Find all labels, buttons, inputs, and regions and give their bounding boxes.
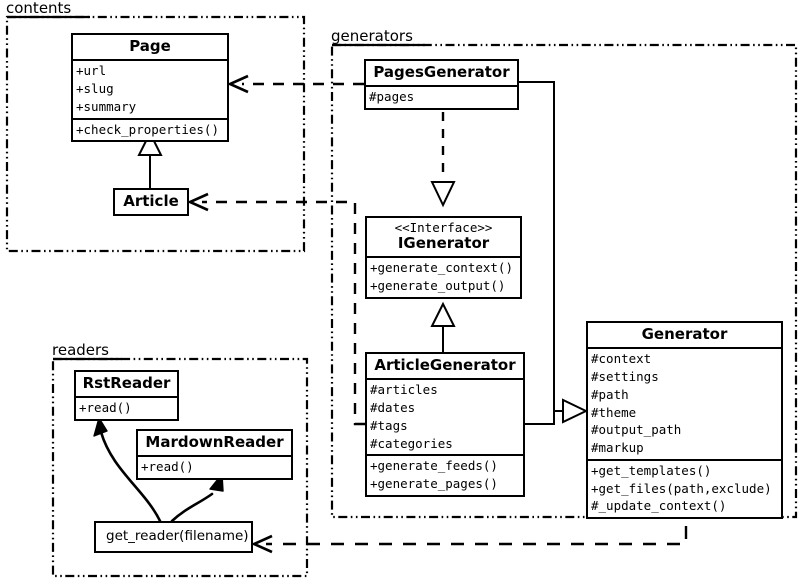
association-get-reader-to-mardownreader-line — [170, 492, 214, 523]
class-operation: +generate_pages() — [370, 476, 498, 491]
hollow-triangle-arrowhead-igenerator-top — [430, 181, 456, 208]
class-name-page: Page — [129, 37, 171, 55]
class-attribute: +url — [76, 63, 107, 79]
package-label-generators: generators — [331, 27, 413, 45]
package-label-readers: readers — [52, 341, 109, 359]
class-attribute: #output_path — [591, 422, 682, 438]
class-box-rstreader[interactable]: RstReader +read() — [74, 370, 179, 421]
class-operation: #_update_context() — [591, 498, 727, 514]
class-name-igenerator: IGenerator — [397, 233, 490, 252]
function-name-get-reader: get_reader(filename) — [106, 528, 249, 544]
class-attributes-articlegenerator: #articles #dates #tags #categories — [367, 378, 523, 454]
generalization-articlegenerator-to-generator-line — [525, 410, 563, 425]
class-operation: +read() — [141, 459, 194, 475]
class-attribute: #dates — [370, 400, 416, 415]
class-attribute: +slug — [76, 81, 114, 96]
class-box-article[interactable]: Article — [113, 188, 189, 217]
class-operation: +get_templates() — [591, 462, 712, 478]
class-attribute: #markup — [591, 440, 644, 455]
package-label-contents: contents — [6, 0, 72, 17]
class-operations-articlegenerator: +generate_feeds() +generate_pages() — [367, 454, 523, 495]
class-name-rstreader: RstReader — [82, 374, 171, 392]
class-operations-rstreader: +read() — [76, 396, 177, 419]
class-name-article: Article — [123, 192, 179, 210]
class-attributes-pagesgenerator: #pages — [366, 85, 517, 108]
class-attributes-page: +url +slug +summary — [73, 59, 227, 117]
class-attribute: #settings — [591, 369, 659, 384]
class-operation: +get_files(path,exclude) — [591, 480, 772, 496]
class-name-mardownreader: MardownReader — [145, 433, 284, 451]
class-operations-igenerator: +generate_context() +generate_output() — [367, 256, 520, 297]
class-operation: +generate_feeds() — [370, 458, 498, 474]
class-operation: +read() — [79, 400, 132, 416]
class-operations-page: +check_properties() — [73, 117, 227, 141]
class-attribute: +summary — [76, 98, 137, 114]
class-attribute: #articles — [370, 382, 438, 398]
class-operations-generator: +get_templates() +get_files(path,exclude… — [588, 458, 781, 517]
class-operations-mardownreader: +read() — [138, 455, 291, 478]
class-attribute: #path — [591, 386, 629, 402]
class-name-articlegenerator: ArticleGenerator — [374, 356, 516, 374]
class-box-mardownreader[interactable]: MardownReader +read() — [136, 429, 293, 480]
class-box-page[interactable]: Page +url +slug +summary +check_properti… — [71, 33, 229, 143]
class-attribute: #context — [591, 351, 652, 367]
class-stereotype-igenerator: <<Interface>> — [394, 220, 493, 235]
class-name-generator: Generator — [641, 325, 728, 343]
hollow-triangle-arrowhead-generator — [562, 398, 589, 424]
class-box-articlegenerator[interactable]: ArticleGenerator #articles #dates #tags … — [365, 352, 525, 497]
function-box-get-reader[interactable]: get_reader(filename) — [94, 521, 253, 553]
class-attributes-generator: #context #settings #path #theme #output_… — [588, 347, 781, 459]
class-attribute: #pages — [369, 89, 415, 105]
class-attribute: #tags — [370, 417, 408, 433]
class-operation: +generate_output() — [370, 277, 506, 293]
class-operation: +check_properties() — [76, 121, 219, 137]
class-box-generator[interactable]: Generator #context #settings #path #them… — [586, 321, 783, 519]
hollow-triangle-arrowhead-igenerator-bottom — [430, 301, 456, 327]
open-arrowhead-article — [186, 192, 209, 212]
open-arrowhead-page — [226, 74, 249, 94]
class-attribute: #theme — [591, 404, 637, 420]
open-arrowhead-get-reader — [250, 534, 273, 554]
class-box-pagesgenerator[interactable]: PagesGenerator #pages — [364, 59, 519, 110]
dependency-articlegenerator-to-article-line — [202, 200, 365, 426]
class-operation: +generate_context() — [370, 260, 513, 275]
class-attribute: #categories — [370, 435, 453, 451]
class-name-pagesgenerator: PagesGenerator — [373, 63, 510, 81]
class-box-igenerator[interactable]: <<Interface>> IGenerator +generate_conte… — [365, 216, 522, 299]
